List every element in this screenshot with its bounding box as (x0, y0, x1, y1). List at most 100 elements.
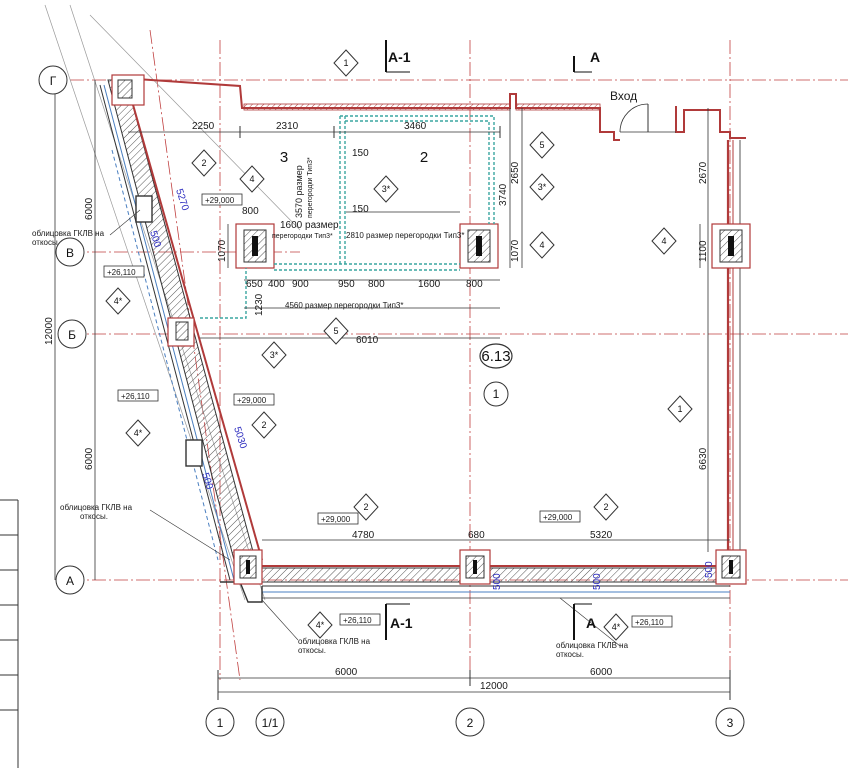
elevation-e4: +26,110 (117, 389, 159, 402)
svg-text:3*: 3* (382, 184, 391, 194)
tag-t15: 5 (529, 131, 555, 159)
tag-t7: 4* (105, 287, 131, 315)
svg-text:4: 4 (661, 236, 666, 246)
axis-2: 2 (455, 707, 485, 737)
dim-6010: 6010 (356, 335, 379, 346)
svg-text:Г: Г (50, 74, 57, 88)
tag-t22: 1 (667, 395, 693, 423)
elevation-e3: +29,000 (233, 393, 275, 406)
svg-text:5: 5 (333, 326, 338, 336)
svg-text:+26,110: +26,110 (121, 392, 150, 401)
svg-text:+29,000: +29,000 (321, 515, 351, 524)
left-dimension-chain: 6000 12000 6000 (44, 80, 96, 580)
svg-text:1/1: 1/1 (262, 716, 279, 730)
section-a-bottom: А (586, 615, 596, 631)
axis-bubbles-left: Г В Б А (38, 65, 87, 595)
dim-left-6000-top: 6000 (84, 197, 95, 220)
dim-2670: 2670 (698, 161, 709, 184)
svg-text:+26,110: +26,110 (343, 616, 372, 625)
dim-5270: 5270 (173, 188, 190, 213)
svg-text:3*: 3* (270, 350, 279, 360)
dim-1230: 1230 (254, 293, 265, 316)
dim-3460: 3460 (404, 121, 427, 132)
tag-t3: 4 (239, 165, 265, 193)
svg-text:+29,000: +29,000 (237, 396, 267, 405)
tag-t13: 4 (651, 227, 677, 255)
dim-500-a: 500 (147, 230, 163, 250)
tag-t19: 3* (373, 175, 399, 203)
svg-text:+26,110: +26,110 (107, 268, 136, 277)
entrance-label: Вход (610, 89, 637, 103)
section-marks: А-1 А А-1 А (385, 40, 600, 640)
dim-2650: 2650 (510, 161, 521, 184)
dim-950: 950 (338, 279, 355, 290)
section-a1-bottom: А-1 (390, 615, 413, 631)
tag-t12: 4* (307, 611, 333, 639)
exterior-walls (121, 77, 746, 552)
svg-text:4*: 4* (114, 296, 123, 306)
zone-2: 2 (420, 149, 428, 166)
axis-3: 3 (715, 707, 745, 737)
dim-3740: 3740 (498, 183, 509, 206)
svg-text:4: 4 (539, 240, 544, 250)
dim-500-c: 500 (492, 573, 503, 590)
column-mid-bottom (459, 549, 491, 585)
dim-1070-left: 1070 (217, 239, 228, 262)
tag-t9: 2 (251, 411, 277, 439)
entrance: Вход (610, 89, 676, 133)
axis-1-1: 1/1 (255, 707, 285, 737)
dim-5030: 5030 (231, 426, 248, 451)
svg-text:4*: 4* (612, 622, 621, 632)
tag-t21: 4* (603, 613, 629, 641)
section-a1-top: А-1 (388, 49, 411, 65)
tag-t18: 2 (353, 493, 379, 521)
elevation-e7: +26,110 (339, 613, 381, 626)
dim-1100: 1100 (698, 240, 709, 262)
dim-5320: 5320 (590, 530, 613, 541)
dim-1070-right: 1070 (510, 239, 521, 262)
diamond-tags: 1 2 4 5 3* 4* 2 4* 5 3* 4 3* 4 1 2 2 4* … (105, 49, 693, 641)
axis-v: В (55, 237, 85, 267)
dim-150-top: 150 (352, 148, 369, 159)
axis-b: Б (57, 319, 87, 349)
svg-text:3: 3 (727, 716, 734, 730)
room-label: 6.13 (479, 343, 513, 369)
tag-t20: 2 (593, 493, 619, 521)
svg-text:4*: 4* (316, 620, 325, 630)
dim-1600-mid: 1600 (418, 279, 441, 290)
dim-650: 650 (246, 279, 263, 290)
inner-dimensions (200, 108, 730, 552)
circle-tags: 6.13 1 3 2 (280, 149, 513, 407)
svg-text:6.13: 6.13 (481, 348, 510, 365)
tag-t1: 1 (333, 49, 359, 77)
elevation-e5: +29,000 (317, 512, 359, 525)
dim-1600-label: 1600 размер перегородки Тип3* (272, 220, 341, 240)
tag-t6: 3* (261, 341, 287, 369)
svg-text:+29,000: +29,000 (205, 196, 235, 205)
dim-2810-label: 2810 размер перегородки Тип3* (346, 231, 464, 240)
axis-a: А (55, 565, 85, 595)
svg-text:+26,110: +26,110 (635, 618, 664, 627)
title-block-strip (0, 499, 19, 768)
column-right-bottom (715, 549, 747, 585)
elevation-e6: +29,000 (539, 510, 581, 523)
svg-text:1: 1 (343, 58, 348, 68)
dim-500-b: 500 (199, 472, 215, 492)
dim-bottom-6000-left: 6000 (335, 667, 358, 678)
svg-text:2: 2 (363, 502, 368, 512)
elevation-e1: +29,000 (201, 193, 243, 206)
dim-left-6000-bottom: 6000 (84, 447, 95, 470)
svg-text:А: А (66, 574, 74, 588)
column-inner-left (235, 223, 275, 269)
axis-1: 1 (205, 707, 235, 737)
svg-text:4: 4 (249, 174, 254, 184)
top-dimension-chain: 2250 2310 3460 (128, 121, 501, 138)
column-inner-mid (459, 223, 499, 269)
dim-500-d: 500 (592, 573, 603, 590)
dim-3570-label: 3570 размер перегородки Тип3* (294, 157, 314, 218)
svg-text:В: В (66, 246, 74, 260)
